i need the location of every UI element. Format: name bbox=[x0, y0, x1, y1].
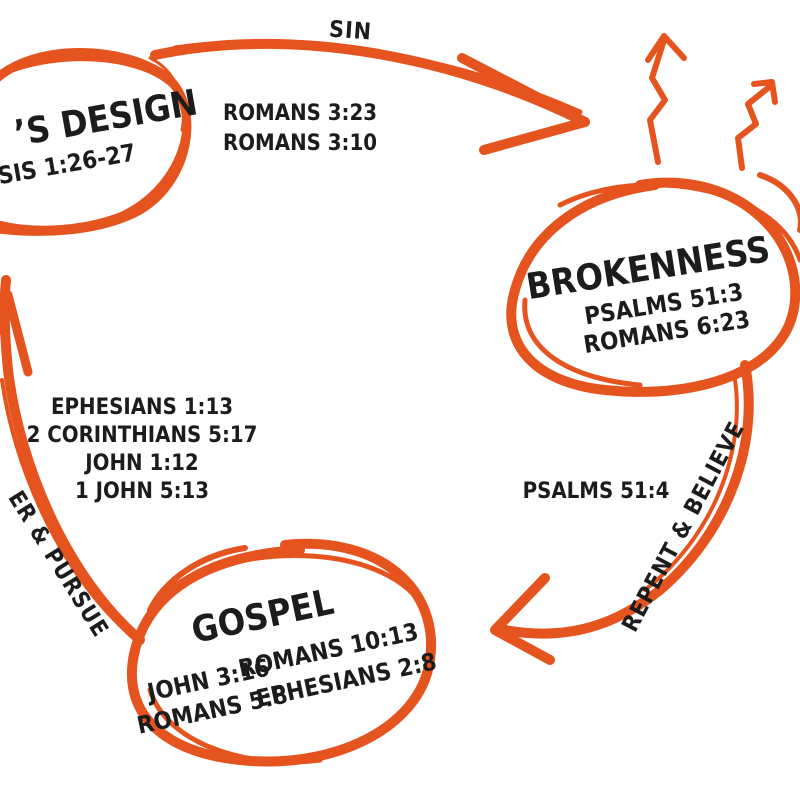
repent-arrow bbox=[490, 360, 754, 665]
recover-ref-2: 2 CORINTHIANS 5:17 bbox=[27, 423, 258, 448]
repent-label: REPENT & BELIEVE bbox=[617, 417, 750, 636]
sin-arrow bbox=[150, 38, 590, 155]
gospel-ring bbox=[126, 538, 437, 767]
squiggle-arrows bbox=[645, 33, 778, 171]
brokenness-node: BROKENNESS PSALMS 51:3 ROMANS 6:23 bbox=[524, 229, 773, 359]
repent-ref-1: PSALMS 51:4 bbox=[523, 479, 670, 504]
sin-ref-1: ROMANS 3:23 bbox=[223, 101, 377, 126]
recover-arrow bbox=[0, 275, 145, 645]
recover-ref-1: EPHESIANS 1:13 bbox=[51, 395, 233, 420]
recover-label: ER & PURSUE bbox=[3, 486, 114, 642]
brokenness-ring bbox=[506, 172, 800, 397]
sin-edge: SIN ROMANS 3:23 ROMANS 3:10 bbox=[223, 17, 377, 156]
sin-ref-2: ROMANS 3:10 bbox=[223, 131, 377, 156]
sin-label: SIN bbox=[328, 17, 373, 46]
design-ring bbox=[0, 48, 192, 236]
recover-ref-4: 1 JOHN 5:13 bbox=[75, 479, 209, 504]
recover-ref-3: JOHN 1:12 bbox=[83, 451, 198, 476]
